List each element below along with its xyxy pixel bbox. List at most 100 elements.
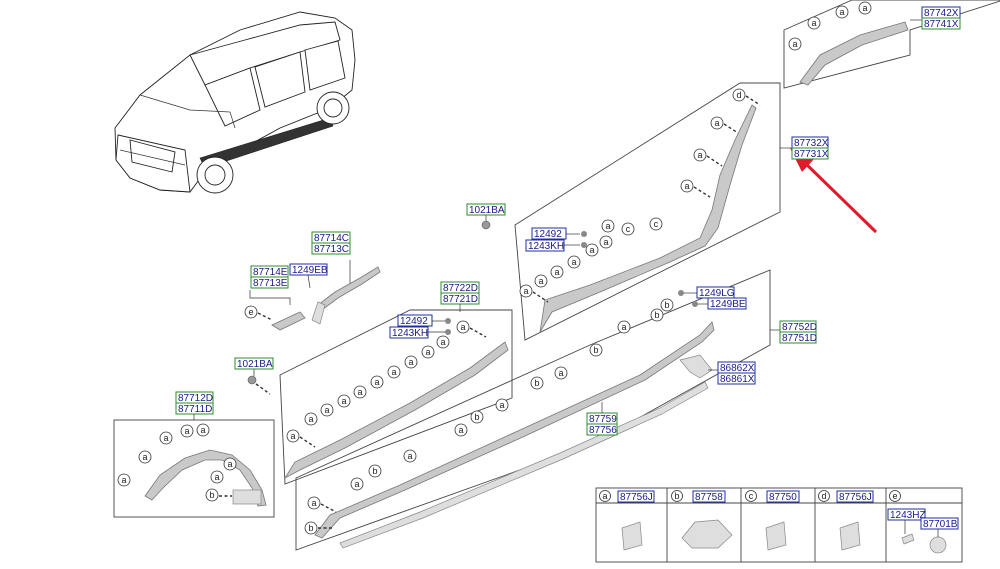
callout-a: a	[403, 449, 417, 463]
code-fender-small-lower: 87713E	[253, 278, 288, 289]
svg-text:a: a	[839, 7, 844, 17]
legend-cell-a: a 87756J	[599, 490, 655, 551]
callout-a: a	[710, 116, 724, 130]
svg-text:a: a	[605, 221, 610, 231]
svg-text:a: a	[341, 396, 346, 406]
callout-e: e	[244, 305, 258, 319]
svg-text:a: a	[602, 491, 607, 501]
svg-text:a: a	[538, 276, 543, 286]
svg-text:a: a	[374, 377, 379, 387]
callout-a: a	[456, 320, 470, 334]
callout-b: b	[650, 308, 664, 322]
svg-text:a: a	[200, 425, 205, 435]
svg-text:e: e	[892, 491, 897, 501]
code-front-door-lower: 87721D	[443, 294, 478, 305]
svg-text:a: a	[407, 451, 412, 461]
front-arch-group: 87712D 87711D a a a a a a a b	[113, 391, 275, 518]
callout-a: a	[601, 219, 615, 233]
svg-text:c: c	[626, 224, 631, 234]
svg-text:a: a	[163, 433, 168, 443]
code-rear-arch-upper: 87742X	[924, 8, 959, 19]
vehicle-illustration	[114, 11, 356, 194]
bolt-upper: 1021BA	[466, 203, 506, 230]
code-bolt-lower: 1021BA	[237, 359, 273, 370]
callout-a: a	[519, 284, 533, 298]
svg-text:a: a	[121, 475, 126, 485]
callout-b: b	[470, 410, 484, 424]
code-sill-upper: 87752D	[782, 322, 817, 333]
callout-a: a	[353, 385, 367, 399]
svg-text:a: a	[621, 322, 626, 332]
callout-a: a	[534, 274, 548, 288]
callout-a: a	[387, 365, 401, 379]
svg-text:a: a	[425, 347, 430, 357]
legend-code-e-lower: 87701B	[923, 519, 958, 530]
legend-code-e-upper: 1243HZ	[890, 510, 926, 521]
callout-a: a	[350, 477, 364, 491]
code-screw-d: 1243KH	[392, 328, 428, 339]
svg-text:b: b	[674, 491, 679, 501]
legend-code-c: 87750	[769, 492, 797, 503]
callout-a: a	[421, 345, 435, 359]
legend-code-d: 87756J	[839, 492, 872, 503]
legend-cell-e: e 1243HZ 87701B	[887, 490, 959, 554]
callout-a: a	[617, 320, 631, 334]
callout-a: a	[436, 335, 450, 349]
code-bracket-upper: 86862X	[720, 363, 755, 374]
legend-code-a: 87756J	[620, 492, 653, 503]
pointer-arrow	[790, 148, 878, 234]
rear-door-group: 87732X 87731X d a a a c c a a a a a a a …	[514, 82, 829, 341]
code-screw-c: 12492	[400, 316, 428, 327]
svg-text:a: a	[440, 337, 445, 347]
clip-c-icon	[765, 521, 787, 551]
front-door-group: 87722D 87721D 12492 1243KH a a a a a a a…	[279, 281, 513, 485]
fender-trim-group: 87714C 87713C 1249EB 87714E 87713E e	[244, 231, 381, 331]
svg-text:a: a	[227, 459, 232, 469]
rear-arch-group: a a a a 87742X 87741X	[783, 0, 1000, 89]
code-bolt-upper: 1021BA	[469, 205, 505, 216]
svg-text:a: a	[558, 368, 563, 378]
callout-a: a	[835, 5, 849, 19]
svg-text:a: a	[460, 322, 465, 332]
callout-a: a	[693, 148, 707, 162]
code-rear-door-lower: 87731X	[794, 149, 829, 160]
code-sill-clip-a: 1249LG	[699, 288, 735, 299]
svg-text:a: a	[290, 431, 295, 441]
callout-a: a	[554, 366, 568, 380]
callout-a: a	[858, 1, 872, 15]
svg-text:a: a	[571, 257, 576, 267]
svg-text:a: a	[391, 367, 396, 377]
clip-d-icon	[839, 521, 861, 551]
svg-text:c: c	[749, 491, 754, 501]
svg-text:e: e	[248, 307, 253, 317]
svg-text:d: d	[736, 90, 741, 100]
code-screw-a: 12492	[534, 229, 562, 240]
svg-text:a: a	[792, 39, 797, 49]
svg-text:a: a	[499, 400, 504, 410]
callout-a: a	[286, 429, 300, 443]
callout-b: b	[368, 464, 382, 478]
callout-a: a	[210, 470, 224, 484]
svg-text:a: a	[554, 267, 559, 277]
svg-text:a: a	[408, 357, 413, 367]
code-fender-small-upper: 87714E	[253, 267, 288, 278]
callout-a: a	[807, 16, 821, 30]
code-front-door-upper: 87722D	[443, 283, 478, 294]
code-front-arch-lower: 87711D	[178, 404, 212, 415]
callout-b: b	[304, 521, 318, 535]
svg-text:b: b	[474, 412, 479, 422]
svg-text:a: a	[523, 286, 528, 296]
code-sill-lower: 87751D	[782, 333, 817, 344]
svg-text:b: b	[308, 523, 313, 533]
grommet-icon	[929, 536, 947, 554]
svg-text:a: a	[684, 181, 689, 191]
svg-text:b: b	[654, 310, 659, 320]
callout-a: a	[304, 412, 318, 426]
svg-text:a: a	[811, 18, 816, 28]
callout-a: a	[599, 235, 613, 249]
callout-a: a	[370, 375, 384, 389]
svg-text:a: a	[603, 237, 608, 247]
code-rear-door-upper: 87732X	[794, 138, 829, 149]
code-rear-arch-lower: 87741X	[924, 19, 959, 30]
